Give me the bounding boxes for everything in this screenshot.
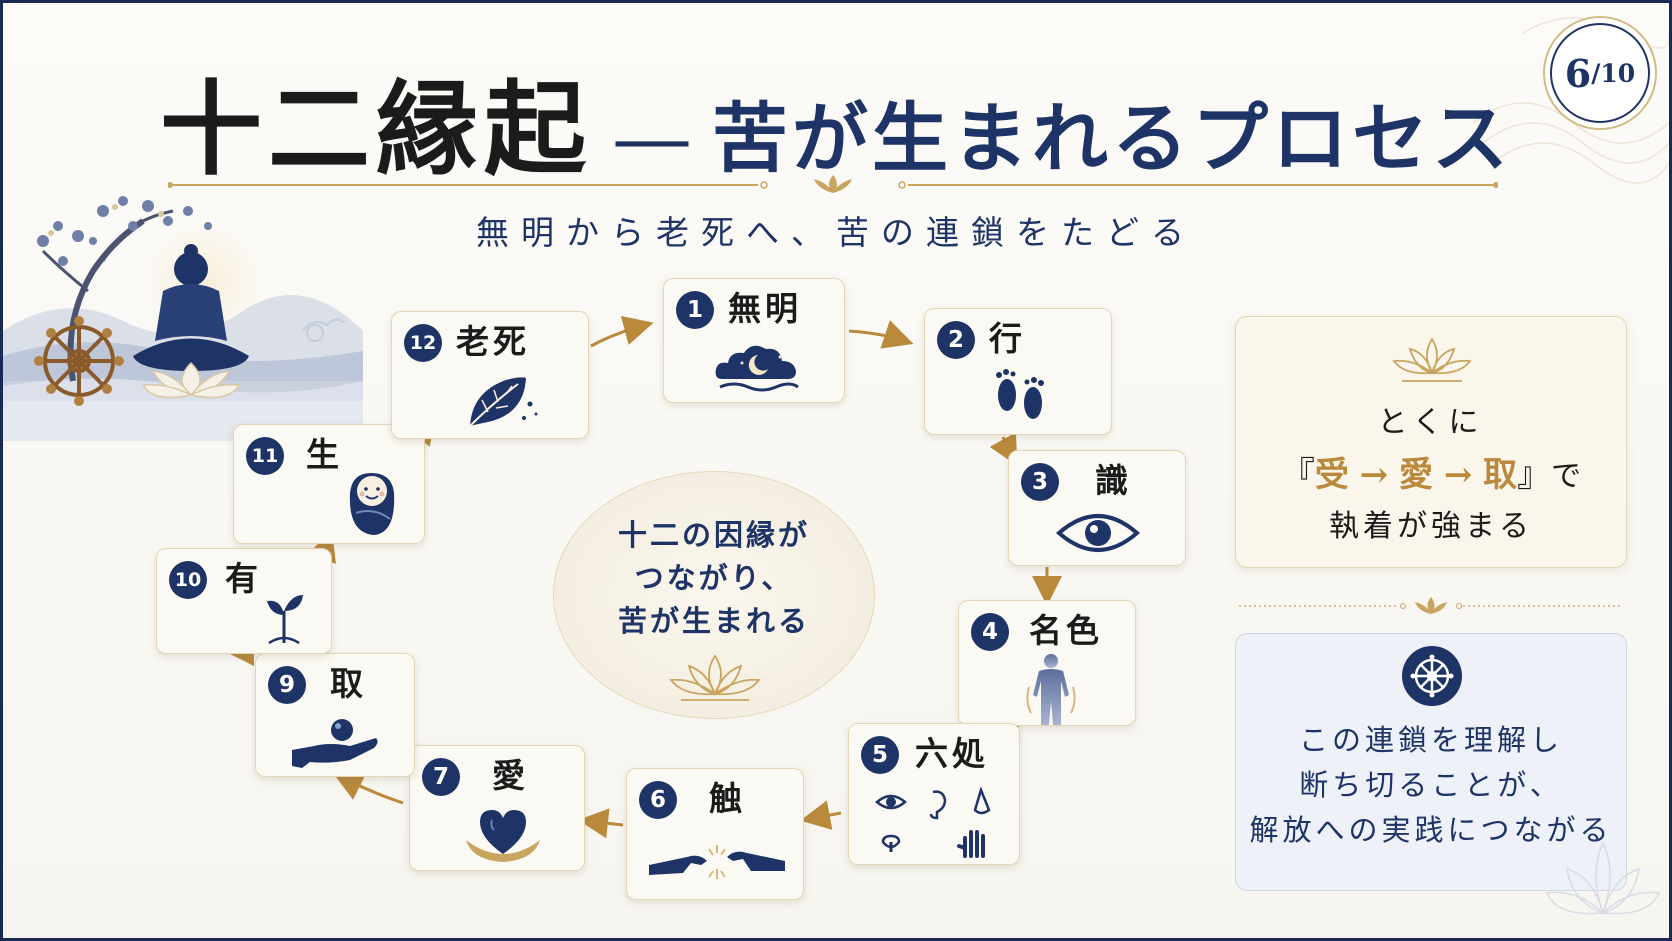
title-dash: — bbox=[612, 91, 692, 184]
attachment-panel: とくに 『受 → 愛 → 取』で 執着が強まる bbox=[1235, 316, 1627, 568]
node-number: 11 bbox=[246, 437, 284, 475]
arrow-1: → bbox=[1359, 455, 1389, 495]
node-12-roshi: 12 老死 bbox=[391, 311, 589, 439]
node-label: 有 bbox=[225, 559, 262, 598]
arrow-2: → bbox=[1443, 455, 1473, 495]
title: 十二縁起—苦が生まれるプロセス bbox=[3, 48, 1669, 195]
wave-decoration bbox=[1472, 17, 1669, 184]
title-main: 十二縁起 bbox=[160, 70, 592, 190]
node-label: 愛 bbox=[492, 756, 529, 795]
node-number: 6 bbox=[639, 781, 677, 819]
baby-icon bbox=[349, 473, 395, 535]
node-number: 5 bbox=[861, 736, 899, 774]
node-3-shiki: 3 識 bbox=[1008, 450, 1186, 566]
slide: 十二縁起—苦が生まれるプロセス 6/10 無明から老死へ、苦の連鎖をたどる bbox=[3, 3, 1669, 938]
six-senses-icon bbox=[875, 786, 991, 858]
node-4-myoshiki: 4 名色 bbox=[958, 600, 1136, 726]
node-5-rokusho: 5 六処 bbox=[848, 723, 1020, 865]
footprints-icon bbox=[996, 369, 1044, 419]
node-label: 触 bbox=[709, 779, 746, 818]
node-label: 六処 bbox=[915, 734, 989, 773]
eye-icon bbox=[1055, 514, 1141, 552]
cloud-moon-icon bbox=[715, 345, 799, 392]
panel-divider bbox=[1239, 597, 1623, 614]
center-line-2: つながり、 bbox=[634, 561, 794, 595]
node-number: 3 bbox=[1021, 463, 1059, 501]
liberation-panel: この連鎖を理解し 断ち切ることが、 解放への実践につながる bbox=[1235, 633, 1627, 891]
node-10-u: 10 有 bbox=[156, 548, 332, 654]
page-total: 10 bbox=[1600, 58, 1636, 88]
sprout-icon bbox=[267, 595, 303, 645]
node-number: 12 bbox=[404, 324, 442, 362]
attachment-line-3: 執着が強まる bbox=[1329, 509, 1533, 544]
heart-icon bbox=[466, 810, 540, 862]
human-body-icon bbox=[1026, 654, 1076, 725]
node-11-sho: 11 生 bbox=[233, 424, 425, 544]
liberation-line-1: この連鎖を理解し bbox=[1298, 723, 1563, 757]
node-9-shu: 9 取 bbox=[255, 653, 415, 777]
bracket-close: 』 bbox=[1517, 455, 1552, 495]
node-number: 10 bbox=[169, 561, 207, 599]
bracket-open: 『 bbox=[1280, 455, 1315, 495]
touching-hands-icon bbox=[649, 845, 785, 879]
center-message: 十二の因縁が つながり、 苦が生まれる bbox=[553, 471, 875, 719]
title-divider bbox=[168, 175, 1498, 193]
center-text: 十二の因縁が つながり、 苦が生まれる bbox=[554, 514, 874, 643]
liberation-line-2: 断ち切ることが、 bbox=[1299, 768, 1563, 802]
dharma-wheel-icon bbox=[1402, 646, 1462, 706]
node-label: 生 bbox=[306, 435, 343, 474]
lotus-icon bbox=[669, 654, 761, 701]
node-number: 7 bbox=[422, 758, 460, 796]
lotus-decoration bbox=[1545, 841, 1661, 916]
page-slash: / bbox=[1591, 58, 1601, 88]
liberation-text: この連鎖を理解し 断ち切ることが、 解放への実践につながる bbox=[1236, 718, 1626, 853]
node-number: 4 bbox=[971, 613, 1009, 651]
page-indicator: 6/10 bbox=[1550, 23, 1650, 123]
attachment-line-2: 『受 → 愛 → 取』で bbox=[1236, 447, 1626, 496]
node-label: 名色 bbox=[1029, 611, 1103, 650]
node-number: 1 bbox=[676, 291, 714, 329]
node-label: 取 bbox=[330, 664, 367, 703]
node-1-mumyo: 1 無明 bbox=[663, 278, 845, 403]
page-current: 6 bbox=[1564, 50, 1592, 96]
node-label: 老死 bbox=[456, 322, 530, 361]
node-7-ai: 7 愛 bbox=[409, 745, 585, 871]
node-label: 行 bbox=[989, 319, 1026, 358]
term-shu: 取 bbox=[1483, 455, 1518, 495]
node-label: 無明 bbox=[728, 289, 802, 328]
term-ai: 愛 bbox=[1399, 455, 1433, 495]
subtitle: 無明から老死へ、苦の連鎖をたどる bbox=[476, 213, 1196, 252]
node-number: 2 bbox=[937, 321, 975, 359]
node-label: 識 bbox=[1095, 461, 1132, 500]
node-number: 9 bbox=[268, 666, 306, 704]
hand-holding-orb-icon bbox=[292, 719, 378, 768]
center-line-1: 十二の因縁が bbox=[617, 518, 810, 552]
leaf-icon bbox=[469, 377, 538, 427]
particle-de: で bbox=[1551, 459, 1582, 494]
term-ju: 受 bbox=[1314, 455, 1349, 495]
center-line-3: 苦が生まれる bbox=[617, 604, 810, 638]
attachment-line-1: とくに bbox=[1377, 405, 1485, 440]
title-sub: 苦が生まれるプロセス bbox=[712, 94, 1512, 183]
node-6-soku: 6 触 bbox=[626, 768, 804, 900]
node-2-gyo: 2 行 bbox=[924, 308, 1112, 435]
liberation-line-3: 解放への実践につながる bbox=[1249, 813, 1613, 847]
lotus-icon bbox=[1392, 337, 1472, 382]
